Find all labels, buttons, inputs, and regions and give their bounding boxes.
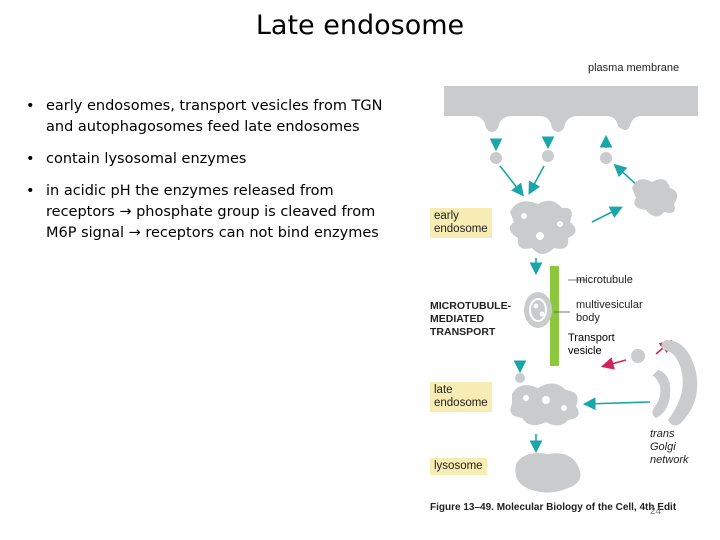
endocytic-vesicle xyxy=(490,152,502,164)
page-number: 24 xyxy=(650,506,662,517)
plasma-membrane xyxy=(444,86,698,132)
pathway-diagram xyxy=(444,86,698,493)
slide-title: Late endosome xyxy=(255,10,465,41)
multivesicular-body-label: multivesicular body xyxy=(576,299,643,324)
trans-golgi-network xyxy=(661,340,698,426)
lysosome xyxy=(515,453,581,493)
early-endosome-label: early endosome xyxy=(430,208,492,238)
endocytic-vesicle xyxy=(542,150,554,162)
figure-caption: Figure 13–49. Molecular Biology of the C… xyxy=(430,502,677,513)
bullet-item: contain lysosomal enzymes xyxy=(24,149,404,170)
microtubule-label: microtubule xyxy=(576,274,633,286)
microtubule-transport-label: MICROTUBULE- MEDIATED TRANSPORT xyxy=(430,300,512,338)
recycling-endosome xyxy=(632,179,678,217)
transport-vesicle-label: Transport vesicle xyxy=(568,332,615,357)
trans-golgi-label: trans Golgi network xyxy=(650,428,689,466)
multivesicular-body xyxy=(524,292,552,328)
transport-vesicle-pointer xyxy=(600,357,627,370)
bullet-list: early endosomes, transport vesicles from… xyxy=(24,96,404,255)
recycling-vesicle xyxy=(600,152,612,164)
arrow xyxy=(591,206,623,223)
late-endosome-label: late endosome xyxy=(430,382,492,412)
endocytosis-figure: plasma membrane early endosome microtubu… xyxy=(420,56,720,526)
microtubule-rod xyxy=(550,266,559,366)
arrow xyxy=(613,163,639,187)
early-endosome xyxy=(509,200,576,254)
arrow xyxy=(582,397,651,411)
transport-vesicle xyxy=(631,349,645,363)
plasma-membrane-label: plasma membrane xyxy=(588,62,680,74)
bullet-item: early endosomes, transport vesicles from… xyxy=(24,96,404,138)
arrow xyxy=(499,165,524,197)
bullet-item: in acidic pH the enzymes released from r… xyxy=(24,181,404,244)
lysosome-label: lysosome xyxy=(430,458,487,475)
late-endosome xyxy=(510,383,579,426)
arrow xyxy=(528,165,545,195)
vesicle xyxy=(515,373,525,383)
